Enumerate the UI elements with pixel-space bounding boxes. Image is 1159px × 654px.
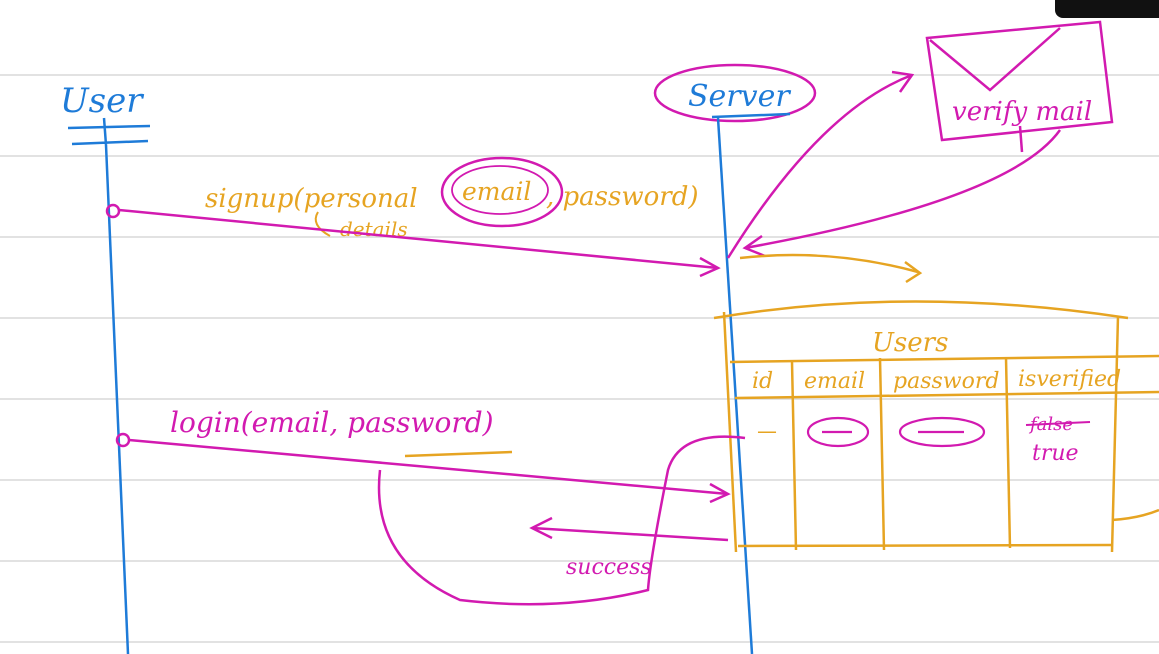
column-header-id: id: [752, 369, 773, 394]
cell-verified-value: true: [1032, 441, 1079, 466]
users-table: [713, 300, 1159, 553]
cell-id: —: [757, 419, 777, 443]
verify-mail-label: verify mail: [952, 97, 1092, 127]
user-actor-label: User: [60, 81, 144, 121]
db-write-arrow: [739, 253, 923, 284]
signup-email-label: email: [462, 177, 531, 206]
column-header-isverified: isverified: [1018, 367, 1121, 392]
user-lifeline: [67, 117, 151, 654]
column-header-password: password: [893, 369, 999, 394]
signup-password-label: , password): [546, 182, 698, 212]
signup-arrow: [105, 203, 721, 278]
login-message-label: login(email, password): [170, 406, 494, 439]
server-lifeline: [711, 112, 791, 654]
server-actor-circle: [653, 63, 817, 123]
envelope-icon: [925, 20, 1114, 142]
signup-message-label: signup(personal: [205, 184, 418, 214]
column-header-email: email: [804, 369, 865, 394]
success-return-arrows: [377, 435, 746, 606]
window-control-bar: [1055, 0, 1159, 18]
users-table-title: Users: [872, 328, 948, 358]
cell-email-placeholder: [806, 416, 870, 448]
verify-mail-arrows: [726, 70, 1062, 259]
cell-password-placeholder: [898, 416, 986, 448]
success-label: success: [566, 555, 652, 580]
login-arrow: [115, 432, 731, 504]
server-actor-label: Server: [688, 79, 791, 114]
ruled-lines: [0, 74, 1159, 643]
email-highlight-circle: [440, 156, 564, 228]
